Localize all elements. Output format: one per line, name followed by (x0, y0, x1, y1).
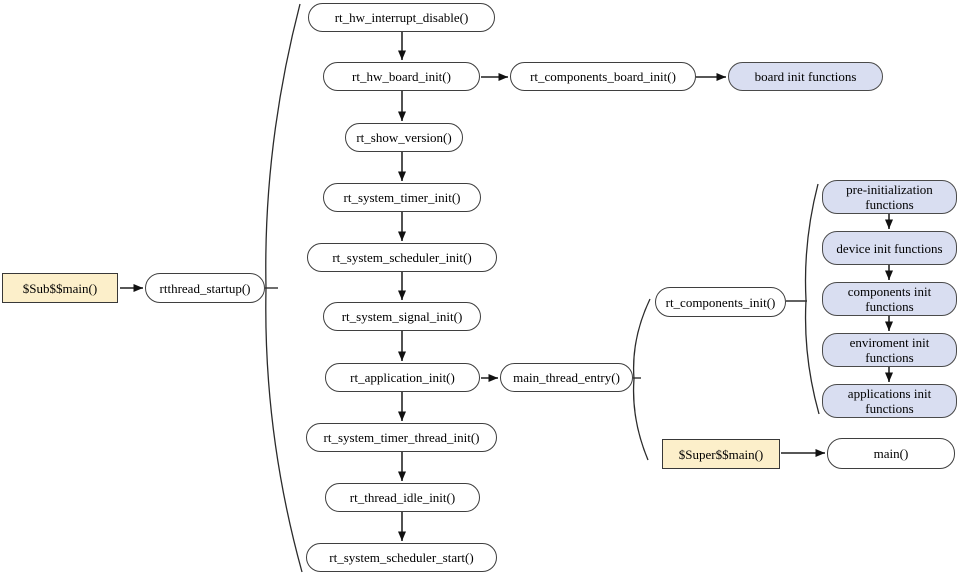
node-rt-system-scheduler-init: rt_system_scheduler_init() (307, 243, 497, 272)
node-label: rt_system_scheduler_start() (329, 550, 474, 565)
node-pre-initialization-functions: pre-initialization functions (822, 180, 957, 214)
node-board-init-functions: board init functions (728, 62, 883, 91)
node-label: $Sub$$main() (22, 280, 98, 296)
node-rt-hw-board-init: rt_hw_board_init() (323, 62, 480, 91)
node-rt-show-version: rt_show_version() (345, 123, 463, 152)
node-label: rt_hw_board_init() (352, 69, 451, 84)
node-main-thread-entry: main_thread_entry() (500, 363, 633, 392)
node-label: rt_components_init() (665, 294, 776, 310)
node-rt-hw-interrupt-disable: rt_hw_interrupt_disable() (308, 3, 495, 32)
node-sub-main: $Sub$$main() (2, 273, 118, 303)
node-label: applications init functions (847, 386, 932, 416)
node-label: device init functions (836, 240, 943, 256)
node-rt-components-board-init: rt_components_board_init() (510, 62, 696, 91)
node-label: pre-initialization functions (846, 182, 933, 212)
node-label: enviroment init functions (849, 335, 930, 365)
node-label: rt_hw_interrupt_disable() (334, 10, 469, 25)
node-components-init-functions: components init functions (822, 282, 957, 316)
node-rt-system-signal-init: rt_system_signal_init() (323, 302, 481, 331)
node-label: components init functions (847, 284, 932, 314)
node-device-init-functions: device init functions (822, 231, 957, 265)
node-rt-system-scheduler-start: rt_system_scheduler_start() (306, 543, 497, 572)
node-label: rt_system_scheduler_init() (332, 250, 472, 265)
node-rtthread-startup: rtthread_startup() (145, 273, 265, 303)
node-rt-components-init: rt_components_init() (655, 287, 786, 317)
node-label: rt_system_timer_thread_init() (323, 430, 480, 445)
node-label: board init functions (754, 69, 857, 84)
node-label: rtthread_startup() (159, 280, 251, 296)
components-init-brace (804, 183, 820, 415)
node-applications-init-functions: applications init functions (822, 384, 957, 418)
node-label: $Super$$main() (678, 446, 764, 462)
node-label: rt_application_init() (350, 370, 455, 385)
node-enviroment-init-functions: enviroment init functions (822, 333, 957, 367)
node-label: rt_show_version() (356, 130, 452, 145)
node-main: main() (827, 438, 955, 469)
node-label: rt_thread_idle_init() (349, 490, 456, 505)
node-label: rt_components_board_init() (530, 69, 676, 84)
node-label: rt_system_timer_init() (343, 190, 461, 205)
node-super-main: $Super$$main() (662, 439, 780, 469)
node-rt-application-init: rt_application_init() (325, 363, 480, 392)
node-rt-system-timer-init: rt_system_timer_init() (323, 183, 481, 212)
node-label: rt_system_signal_init() (341, 309, 463, 324)
main-thread-brace (632, 298, 651, 461)
node-label: main_thread_entry() (513, 370, 620, 385)
node-rt-thread-idle-init: rt_thread_idle_init() (325, 483, 480, 512)
node-label: main() (873, 446, 909, 461)
node-rt-system-timer-thread-init: rt_system_timer_thread_init() (306, 423, 497, 452)
